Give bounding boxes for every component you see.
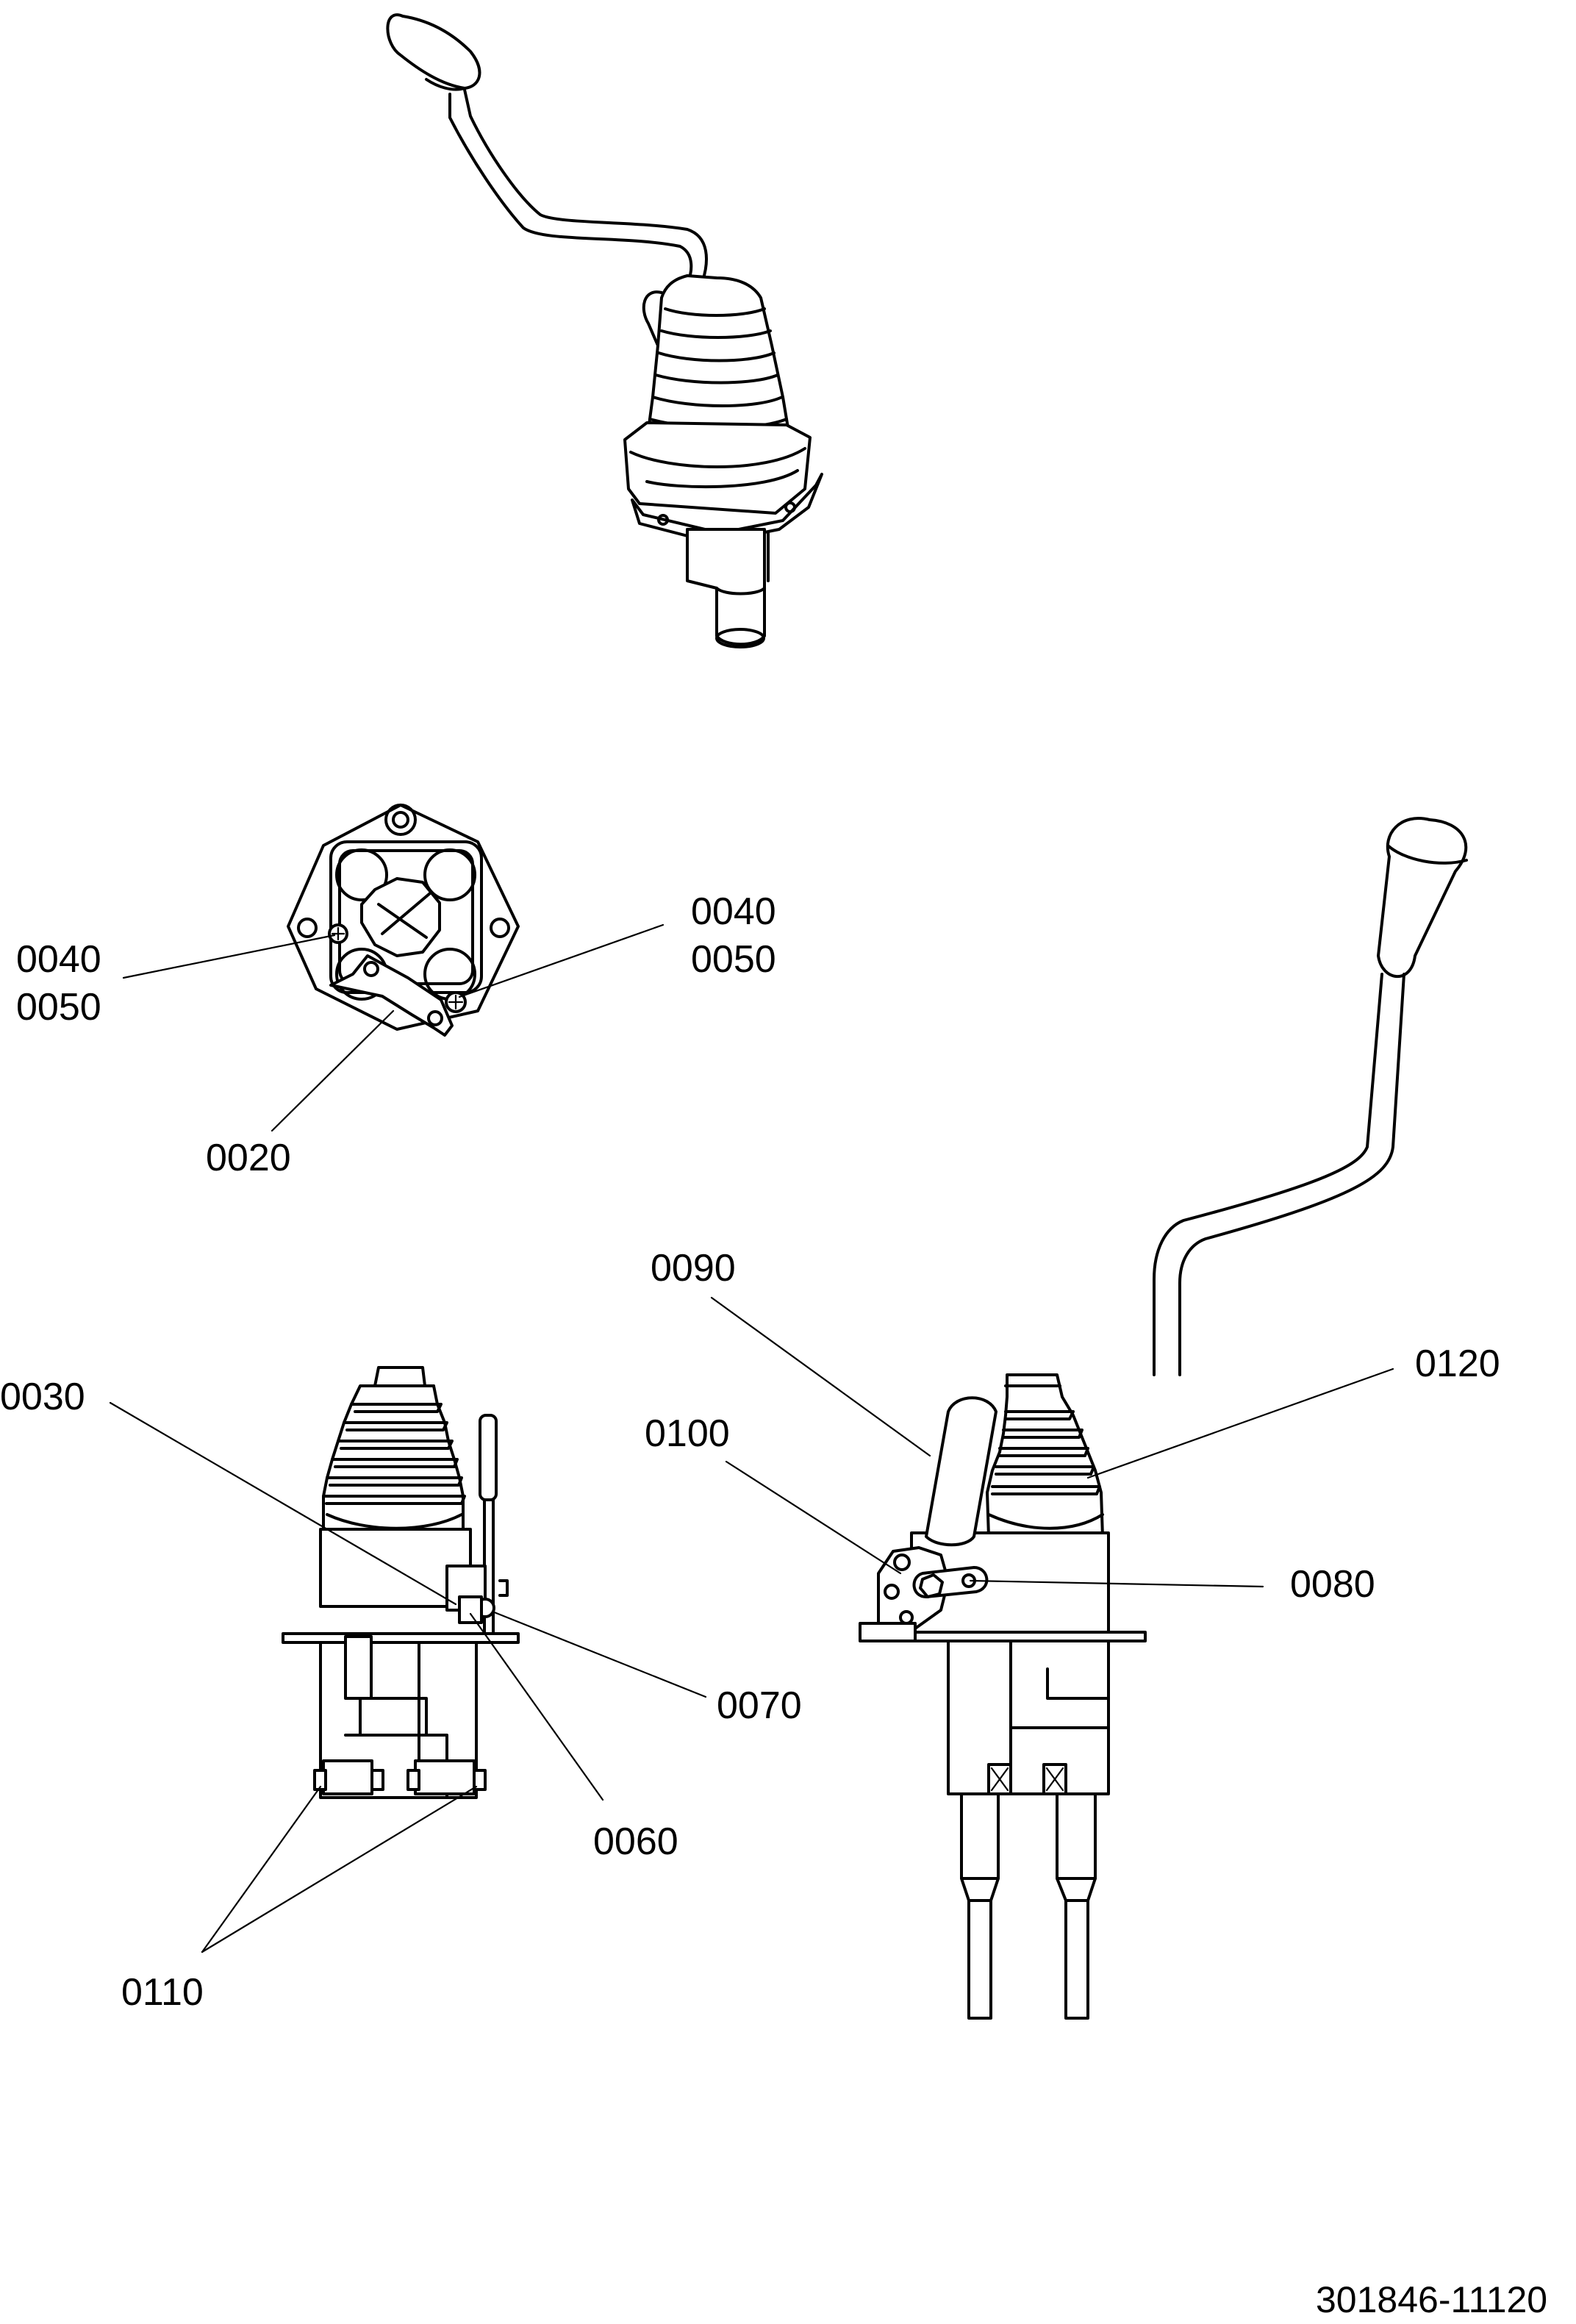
front-knob	[1377, 817, 1468, 979]
side-rod-handle	[479, 1414, 498, 1501]
callout-0060: 0060	[593, 1820, 678, 1863]
cable-right	[1056, 1792, 1097, 2020]
side-boot	[322, 1366, 465, 1534]
lever-bracket	[329, 954, 454, 1037]
joystick-front-view	[859, 817, 1468, 2020]
front-lower-body	[947, 1640, 1110, 1795]
callout-0100: 0100	[645, 1412, 730, 1455]
callout-0040-right: 0040	[691, 890, 776, 933]
drawing-number: 301846-11120	[1316, 2279, 1547, 2320]
callout-0050-left: 0050	[16, 986, 101, 1029]
bolt-left	[313, 1769, 327, 1791]
callout-0050-right: 0050	[691, 938, 776, 981]
bolt-right	[473, 1769, 487, 1791]
joystick-side-view	[282, 1366, 520, 1799]
callout-0120: 0120	[1415, 1342, 1500, 1385]
callout-labels: 0040 0050 0040 0050 0020 0090 0120 0100 …	[0, 890, 1500, 2014]
front-lever	[1153, 973, 1383, 1376]
lock-lever-tube	[925, 1396, 997, 1547]
callout-0080: 0080	[1290, 1563, 1375, 1606]
joystick-top-view	[287, 804, 520, 1037]
knob-top	[386, 13, 481, 90]
callout-0110: 0110	[121, 1971, 204, 2014]
joystick-isometric-view	[386, 13, 823, 648]
callout-0090: 0090	[651, 1247, 736, 1290]
lever-shaft	[448, 93, 693, 285]
cable-left	[960, 1792, 1000, 2020]
leader-lines	[109, 923, 1394, 1953]
lower-cylinder	[686, 528, 766, 646]
callout-0020: 0020	[206, 1137, 291, 1179]
callout-0070: 0070	[717, 1684, 802, 1727]
callout-0040-left: 0040	[16, 938, 101, 981]
callout-0030: 0030	[0, 1376, 85, 1418]
